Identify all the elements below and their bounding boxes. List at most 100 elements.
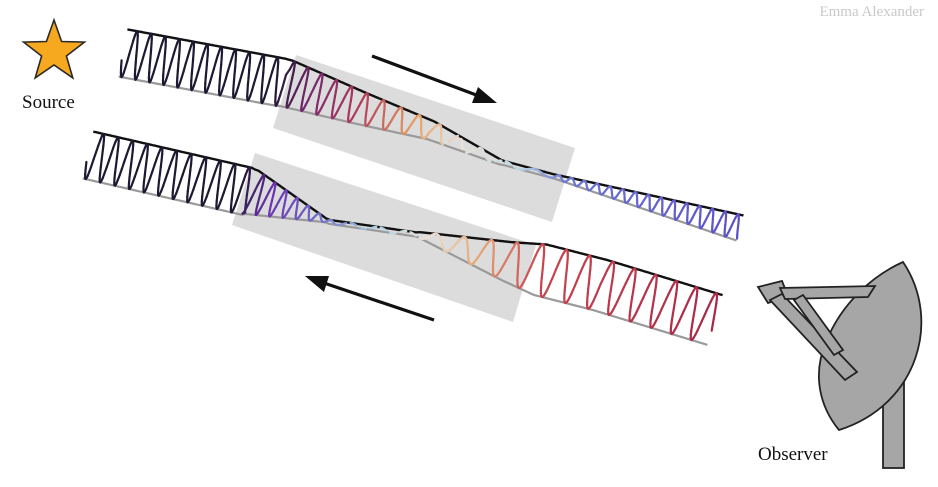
- wave-segment: [129, 162, 133, 172]
- wave-segment: [166, 165, 171, 175]
- wave-segment: [107, 152, 113, 162]
- wave-segment: [247, 177, 251, 188]
- wave-segment: [254, 68, 260, 78]
- wave-segment: [148, 57, 152, 67]
- wave-segment: [201, 181, 205, 191]
- wave-segment: [174, 164, 178, 174]
- wave-segment: [135, 40, 139, 50]
- wave-segment: [194, 72, 199, 82]
- wave-segment: [190, 65, 194, 75]
- wave-rail-upper: [118, 75, 737, 242]
- wave-segment: [235, 193, 241, 202]
- wave-segment: [90, 157, 95, 167]
- wave-segment: [145, 154, 149, 163]
- wave-segment: [238, 72, 243, 83]
- wave-segment: [246, 76, 250, 86]
- wave-segment: [158, 165, 162, 176]
- wave-segment: [115, 150, 119, 160]
- wave-segment: [119, 59, 123, 69]
- wave-segment: [250, 82, 255, 92]
- wave-segment: [162, 67, 165, 77]
- wave-segment: [170, 53, 175, 63]
- wave-segment: [158, 44, 163, 54]
- wave-segment: [184, 55, 189, 66]
- wave-segment: [247, 68, 251, 79]
- wave-segment: [164, 172, 169, 181]
- wave-segment: [134, 61, 137, 71]
- wave-segment: [186, 49, 191, 59]
- wave-segment: [105, 159, 111, 169]
- wave-segment: [274, 81, 278, 92]
- wave-segment: [224, 70, 229, 80]
- shaded-panel-bottom: [232, 153, 536, 322]
- wave-segment: [279, 87, 284, 97]
- wave-segment: [216, 187, 220, 197]
- wave-segment: [138, 155, 143, 165]
- wave-segment: [92, 151, 98, 161]
- wave-segment: [114, 157, 119, 167]
- wave-segment: [176, 62, 180, 73]
- wave-segment: [240, 179, 245, 189]
- wave-segment: [293, 87, 298, 97]
- wave-segment: [142, 48, 147, 58]
- wave-segment: [232, 178, 236, 188]
- wave-segment: [245, 185, 250, 196]
- wave-segment: [163, 52, 167, 63]
- wave-segment: [253, 183, 259, 193]
- wave-segment: [248, 61, 251, 71]
- wave-segment: [176, 69, 179, 79]
- wave-segment: [181, 166, 187, 176]
- wave-segment: [110, 146, 115, 155]
- wave-segment: [207, 183, 212, 193]
- wave-segment: [192, 51, 195, 61]
- wave-segment: [268, 70, 274, 81]
- observer-label: Observer: [758, 444, 828, 465]
- wave-segment: [222, 184, 228, 194]
- wave-segment: [133, 169, 139, 178]
- wave-segment: [143, 167, 147, 178]
- wave-path-top: [118, 28, 744, 242]
- wave-segment: [149, 49, 153, 60]
- wave-segment: [208, 75, 213, 84]
- wave-segment: [144, 160, 148, 170]
- wave-segment: [471, 148, 475, 152]
- wave-segment: [234, 59, 237, 69]
- wave-segment: [130, 155, 134, 165]
- wave-segment: [276, 67, 279, 77]
- wave-segment: [128, 45, 133, 56]
- wave-segment: [274, 88, 278, 98]
- wave-segment: [163, 45, 167, 55]
- wave-segment: [135, 46, 139, 57]
- wave-segment: [217, 173, 221, 182]
- wave-segment: [231, 185, 235, 195]
- wave-segment: [237, 186, 243, 196]
- wave-rail-lower: [127, 28, 744, 217]
- wave-segment: [182, 62, 187, 73]
- arrow-right-icon: [371, 54, 497, 103]
- wave-segment: [113, 164, 118, 174]
- wave-segment: [157, 173, 161, 183]
- wave-segment: [266, 77, 272, 88]
- wave-segment: [242, 59, 247, 69]
- wave-segment: [219, 63, 223, 73]
- wave-segment: [233, 65, 237, 76]
- wave-segment: [205, 60, 209, 71]
- wave-segment: [100, 151, 104, 162]
- wave-segment: [209, 176, 215, 186]
- wave-segment: [275, 74, 279, 84]
- wave-segment: [124, 60, 129, 69]
- wave-segment: [196, 168, 202, 178]
- wave-segment: [250, 190, 256, 200]
- wave-segment: [212, 60, 217, 71]
- wave-segment: [140, 55, 145, 65]
- wave-segment: [149, 42, 153, 53]
- wave-segment: [210, 67, 215, 78]
- wave-segment: [204, 67, 208, 78]
- star-icon: [21, 17, 87, 80]
- source-label: Source: [22, 92, 75, 113]
- wave-segment: [258, 189, 263, 199]
- wave-segment: [151, 163, 156, 173]
- wave-segment: [99, 159, 103, 169]
- wave-segment: [177, 55, 181, 65]
- wave-segment: [179, 173, 184, 183]
